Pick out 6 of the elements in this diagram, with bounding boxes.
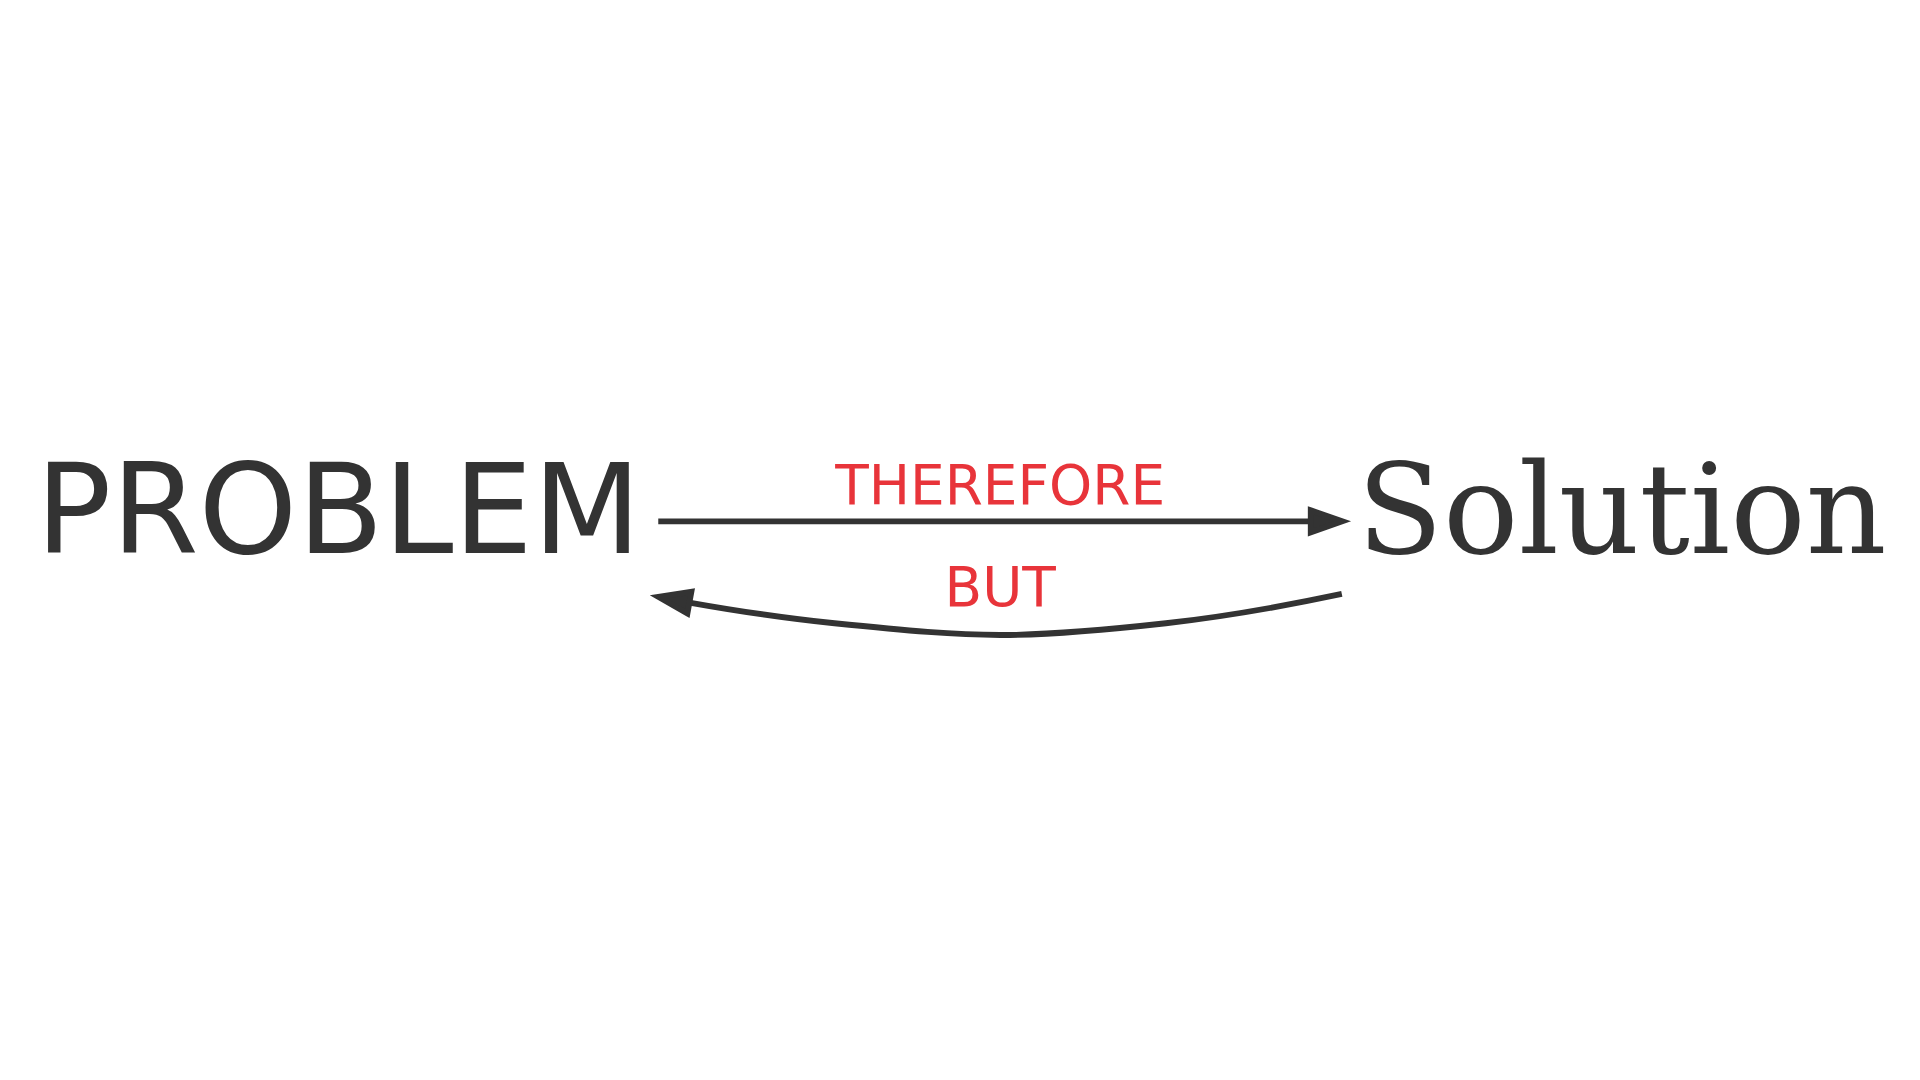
edge-label: BUT	[944, 555, 1056, 620]
arrow	[658, 506, 1352, 537]
arrow	[649, 588, 1343, 638]
node-text: PROBLEM	[35, 437, 642, 584]
edge-label: THEREFORE	[835, 453, 1166, 518]
node-text: Solution	[1357, 437, 1887, 584]
